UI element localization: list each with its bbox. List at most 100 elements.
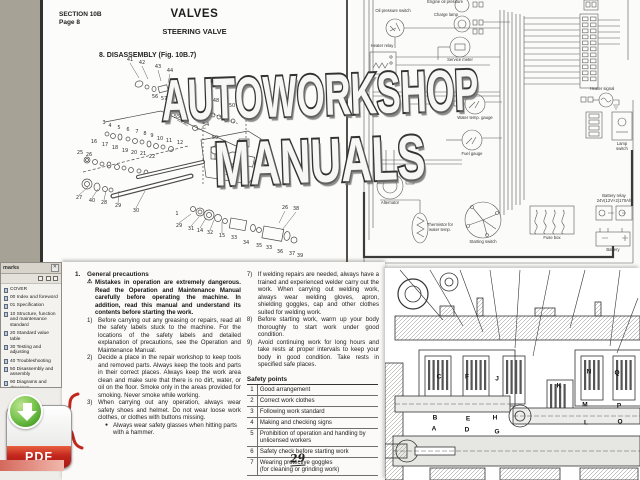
- wiring-component-label: Heater signal: [589, 86, 615, 91]
- bookmark-icon: [4, 359, 8, 364]
- bookmark-icon: [4, 287, 8, 293]
- part-number-callout: 4: [108, 123, 112, 129]
- part-number-callout: 30: [132, 208, 140, 214]
- bookmark-item[interactable]: 00 Index and foreword: [4, 295, 59, 301]
- part-number-callout: 6: [126, 127, 130, 133]
- part-number-callout: 50: [228, 103, 236, 109]
- bookmark-item[interactable]: COVER: [4, 287, 59, 293]
- part-number-callout: 33: [265, 245, 273, 251]
- bookmark-item[interactable]: 90 Diagrams and drawings: [4, 380, 59, 387]
- part-number-callout: 12: [218, 147, 226, 153]
- collapse-icon[interactable]: [38, 276, 43, 281]
- cross-section-letter-label: J: [495, 375, 499, 383]
- part-number-callout: 19: [121, 148, 129, 154]
- wiring-component-label: Fuel gauge: [461, 151, 483, 156]
- cross-section-letter-label: H: [492, 414, 498, 422]
- precaution-item: 9) Avoid continuing work for long hours …: [246, 338, 379, 369]
- precautions-right-column: 7) If welding repairs are needed, always…: [246, 271, 379, 476]
- heading-text: General precautions: [87, 271, 149, 278]
- safety-table-row: 7 Wearing protective goggles (for cleani…: [246, 458, 378, 476]
- cross-section-letter-label: O: [617, 418, 623, 426]
- part-number-callout: 34: [242, 240, 250, 246]
- cross-section-letter-label: N: [586, 368, 592, 376]
- warning-paragraph: ⚠ Mistakes in operation are extremely da…: [87, 279, 241, 317]
- part-number-callout: 57: [160, 96, 168, 102]
- part-number-callout: 37: [288, 251, 296, 257]
- warning-triangle-icon: ⚠: [87, 279, 93, 285]
- safety-table-row: 1 Good arrangement: [246, 385, 378, 396]
- bookmark-item[interactable]: 01 Specification: [4, 303, 59, 309]
- page-title: VALVES: [170, 8, 219, 20]
- cross-section-letter-label: M: [582, 401, 588, 409]
- safety-table-row: 4 Making and checking signs: [246, 418, 378, 429]
- part-number-callout: 48: [212, 98, 220, 104]
- wiring-diagram-drawing: [362, 0, 634, 264]
- warning-text: Mistakes in operation are extremely dang…: [95, 279, 241, 317]
- part-number-callout: 7: [135, 129, 139, 135]
- cross-section-letter-label: G: [494, 428, 500, 436]
- bullet-text: Always wear safety glasses when hitting …: [113, 421, 237, 437]
- part-number-callout: 14: [196, 228, 204, 234]
- wiring-component-label: Service meter: [447, 57, 473, 62]
- part-number-callout: 38: [292, 206, 300, 212]
- bookmark-item[interactable]: 20 Standard value table: [4, 331, 59, 342]
- desk-background: [0, 0, 40, 264]
- precaution-item: 8) Before starting work, warm up your bo…: [246, 316, 379, 338]
- part-number-callout: 40: [88, 198, 96, 204]
- options-icon[interactable]: [53, 276, 58, 281]
- part-number-callout: 16: [90, 139, 98, 145]
- section-label: SECTION 10B Page 8: [59, 11, 102, 27]
- page-number-label: Page 8: [59, 19, 80, 26]
- part-number-callout: 44: [166, 68, 174, 74]
- part-number-callout: 36: [276, 249, 284, 255]
- bookmark-icon: [4, 331, 8, 337]
- wiring-component-label: Fuse box: [543, 235, 561, 240]
- cross-section-letter-label: F: [465, 373, 469, 381]
- bookmarks-header: marks ✕: [1, 263, 61, 274]
- bookmark-item[interactable]: 10 Structure, function and maintenance s…: [4, 312, 59, 329]
- wiring-component-label: Battery: [606, 247, 620, 252]
- safety-table-row: 2 Correct work clothes: [246, 396, 378, 407]
- cross-section-letter-label: P: [616, 402, 622, 410]
- part-number-callout: 15: [218, 233, 226, 239]
- part-number-callout: 17: [101, 142, 109, 148]
- wiring-component-label: Oil pressure switch: [375, 8, 411, 13]
- part-number-callout: 25: [76, 150, 84, 156]
- watermark-line-2: MANUALS: [212, 122, 428, 202]
- wiring-component-label: Lamp switch: [616, 141, 628, 151]
- part-number-callout: 42: [138, 60, 146, 66]
- precaution-item: 7) If welding repairs are needed, always…: [246, 271, 379, 316]
- wiring-component-label: Alternator: [380, 200, 400, 205]
- safety-points-table: Safety points 1 Good arrangement 2 Corre…: [246, 376, 378, 476]
- part-number-callout: 8: [143, 131, 147, 137]
- disassembly-heading: 8. DISASSEMBLY (Fig. 10B.7): [99, 52, 197, 59]
- bookmark-item[interactable]: 50 Disassembly and assembly: [4, 367, 59, 378]
- part-number-callout: 54: [202, 122, 210, 128]
- part-number-callout: 35: [255, 243, 263, 249]
- bookmark-item[interactable]: 30 Testing and adjusting: [4, 345, 59, 356]
- section-number: SECTION 10B: [59, 11, 102, 18]
- part-number-callout: 29: [114, 203, 122, 209]
- bookmark-icon: [4, 380, 8, 386]
- part-number-callout: 33: [221, 171, 229, 177]
- bullet-dot: ●: [105, 421, 109, 428]
- safety-table-row: 3 Following work standard: [246, 407, 378, 418]
- bookmark-item[interactable]: 40 Troubleshooting: [4, 359, 59, 365]
- precautions-page: 1. General precautions ⚠ Mistakes in ope…: [62, 262, 385, 480]
- safety-table-row: 5 Prohibition of operation and handling …: [246, 429, 378, 447]
- safety-table-row: 6 Safety check before starting work: [246, 447, 378, 458]
- wiring-component-label: Engine oil pressure: [427, 0, 463, 4]
- close-icon[interactable]: ✕: [50, 264, 59, 272]
- part-number-callout: 39: [296, 253, 304, 259]
- part-number-callout: 33: [230, 235, 238, 241]
- precautions-heading: 1. General precautions: [75, 271, 241, 278]
- part-number-callout: 41: [126, 57, 134, 63]
- bookmark-icon: [4, 345, 8, 351]
- cross-section-drawing: [384, 269, 640, 480]
- part-number-callout: 10: [156, 136, 164, 142]
- download-arrow-icon: [8, 394, 43, 429]
- new-bookmark-icon[interactable]: [45, 276, 51, 281]
- precaution-bullet: ● Always wear safety glasses when hittin…: [105, 422, 241, 437]
